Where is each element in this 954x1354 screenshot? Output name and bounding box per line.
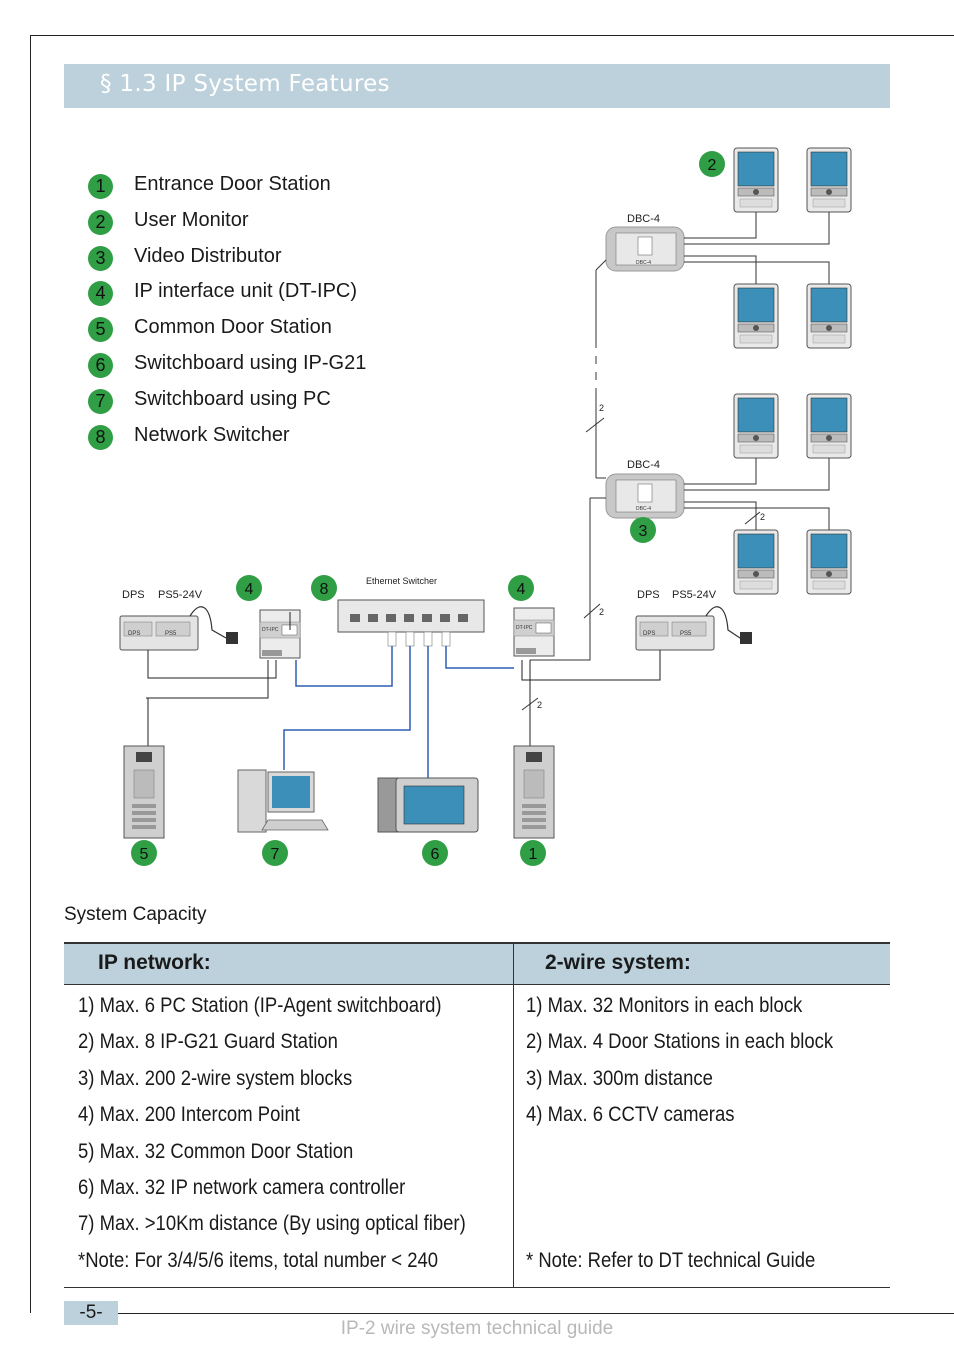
badge-number: 8 xyxy=(320,581,329,598)
legend-number-badge: 7 xyxy=(88,389,113,414)
badge-number: 2 xyxy=(708,157,717,174)
badge-entrance-door-station xyxy=(520,840,546,866)
badge-number: 3 xyxy=(639,523,648,540)
ip-capacity-item: 7) Max. >10Km distance (By using optical… xyxy=(78,1212,466,1235)
dps-face-label: DPS xyxy=(128,631,140,637)
dbc-label: DBC-4 xyxy=(627,213,660,225)
dbc-face-label: DBC-4 xyxy=(636,260,651,266)
ip-network-header: IP network: xyxy=(98,951,211,974)
entrance-door-station-icon xyxy=(513,745,555,839)
page-frame-bottom xyxy=(118,1313,954,1314)
badge-user-monitor xyxy=(699,151,725,177)
pc-computer-icon xyxy=(237,769,329,833)
ip-capacity-item: 2) Max. 8 IP-G21 Guard Station xyxy=(78,1030,338,1053)
section-header-bar xyxy=(64,64,890,108)
user-monitor-icon xyxy=(733,529,779,595)
dbc-label: DBC-4 xyxy=(627,459,660,471)
wire-count-label: 2 xyxy=(537,700,542,710)
legend-label: IP interface unit (DT-IPC) xyxy=(134,280,358,302)
legend-number-badge: 8 xyxy=(88,425,113,450)
legend-number-badge: 5 xyxy=(88,317,113,342)
badge-number: 4 xyxy=(245,581,254,598)
wire-count-label: 2 xyxy=(760,512,765,522)
ps-face-label: PS5 xyxy=(165,631,177,637)
legend-number-badge: 4 xyxy=(88,281,113,306)
ip-capacity-item: 1) Max. 6 PC Station (IP-Agent switchboa… xyxy=(78,994,442,1017)
section-title: § 1.3 IP System Features xyxy=(100,71,390,97)
badge-number: 6 xyxy=(431,846,440,863)
two-wire-header: 2-wire system: xyxy=(545,951,691,974)
badge-common-door-station xyxy=(131,840,157,866)
ip-capacity-item: 5) Max. 32 Common Door Station xyxy=(78,1140,354,1163)
legend-number-badge: 2 xyxy=(88,210,113,235)
dbc-face-label: DBC-4 xyxy=(636,506,651,512)
power-supply-label: PS5-24V xyxy=(672,589,717,601)
dps-label: DPS xyxy=(122,589,145,601)
switch-label: Ethernet Switcher xyxy=(366,576,437,586)
dt-ipc-face-label: DT-IPC xyxy=(262,627,279,633)
badge-ip-interface-left xyxy=(236,575,262,601)
legend-label: Video Distributor xyxy=(134,245,282,267)
ip-capacity-item: 6) Max. 32 IP network camera controller xyxy=(78,1176,406,1199)
user-monitor-icon xyxy=(806,529,852,595)
dt-ipc-icon xyxy=(259,609,301,659)
dt-ipc-icon xyxy=(513,607,555,657)
legend-label: Entrance Door Station xyxy=(134,173,331,195)
user-monitor-icon xyxy=(733,283,779,349)
capacity-table-header xyxy=(64,942,890,985)
power-supply-label: PS5-24V xyxy=(158,589,203,601)
document-footer: IP-2 wire system technical guide xyxy=(340,1318,614,1339)
ps-face-label: PS5 xyxy=(680,631,692,637)
user-monitor-icon xyxy=(733,393,779,459)
badge-ip-interface-right xyxy=(508,575,534,601)
ip-capacity-item: 3) Max. 200 2-wire system blocks xyxy=(78,1067,353,1090)
badge-network-switcher xyxy=(311,575,337,601)
power-plug-icon xyxy=(226,632,238,644)
system-diagram: DBC-4 DBC-4 DBC-4 DBC-4 2 2 2 2 DPS PS5-… xyxy=(119,147,852,866)
user-monitor-icon xyxy=(806,283,852,349)
legend-label: Common Door Station xyxy=(134,316,332,338)
page-frame-top xyxy=(30,35,954,36)
wire-count-label: 2 xyxy=(599,403,604,413)
guard-station-icon xyxy=(377,777,479,833)
page-number: -5- xyxy=(64,1301,118,1325)
dps-face-label: DPS xyxy=(643,631,655,637)
capacity-title: System Capacity xyxy=(64,904,207,925)
legend-label: Switchboard using PC xyxy=(134,388,331,410)
power-plug-icon xyxy=(740,632,752,644)
legend-label: Network Switcher xyxy=(134,424,290,446)
badge-switchboard-ipg21 xyxy=(422,840,448,866)
user-monitor-icon xyxy=(733,147,779,213)
wire-capacity-item: 3) Max. 300m distance xyxy=(526,1067,713,1090)
badge-number: 7 xyxy=(271,846,280,863)
user-monitor-icon xyxy=(806,393,852,459)
badge-switchboard-pc xyxy=(262,840,288,866)
legend-number-badge: 6 xyxy=(88,353,113,378)
wire-capacity-item: 4) Max. 6 CCTV cameras xyxy=(526,1103,735,1126)
dps-label: DPS xyxy=(637,589,660,601)
user-monitor-icon xyxy=(806,147,852,213)
common-door-station-icon xyxy=(123,745,165,839)
wire-capacity-item: 1) Max. 32 Monitors in each block xyxy=(526,994,803,1017)
column-divider xyxy=(513,942,514,1288)
ip-capacity-note: *Note: For 3/4/5/6 items, total number <… xyxy=(78,1249,439,1272)
legend-number-badge: 3 xyxy=(88,246,113,271)
legend-label: User Monitor xyxy=(134,209,249,231)
dt-ipc-face-label: DT-IPC xyxy=(516,625,533,631)
wire-capacity-note: * Note: Refer to DT technical Guide xyxy=(526,1249,816,1272)
ip-capacity-item: 4) Max. 200 Intercom Point xyxy=(78,1103,300,1126)
badge-number: 4 xyxy=(517,581,526,598)
badge-number: 5 xyxy=(140,846,149,863)
capacity-table: IP network: 2-wire system: 1) Max. 6 PC … xyxy=(64,942,890,1288)
badge-number: 1 xyxy=(529,846,538,863)
legend-number-badge: 1 xyxy=(88,174,113,199)
page-frame-left xyxy=(30,35,31,1313)
legend-label: Switchboard using IP-G21 xyxy=(134,352,367,374)
table-bottom-rule xyxy=(64,1287,890,1288)
wire-count-label: 2 xyxy=(599,607,604,617)
wire-capacity-item: 2) Max. 4 Door Stations in each block xyxy=(526,1030,834,1053)
badge-video-distributor xyxy=(630,517,656,543)
